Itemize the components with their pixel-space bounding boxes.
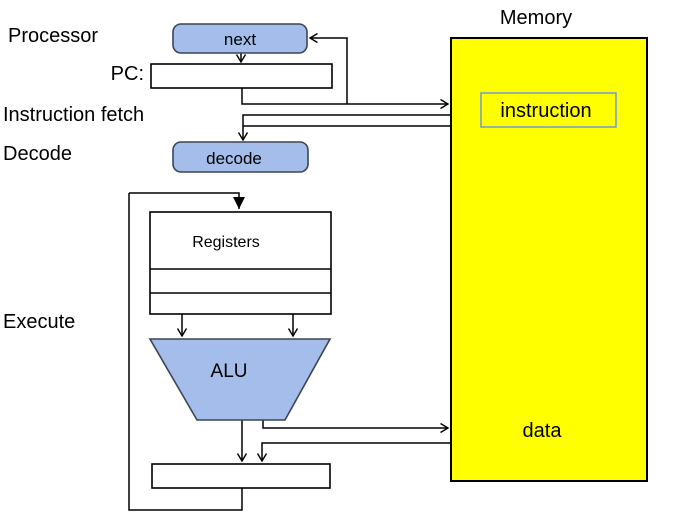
decode-node: [172, 141, 309, 173]
instruction-fetch-label: Instruction fetch: [3, 104, 144, 126]
wire-loop-to-registers: [129, 192, 245, 209]
execute-label: Execute: [3, 311, 75, 333]
wire-writeback-loop: [128, 193, 243, 511]
pc-box: [150, 63, 333, 89]
instruction-box: [480, 92, 617, 128]
memory-label: Memory: [500, 7, 572, 29]
wire-pc-to-next: [308, 32, 348, 104]
instruction-label: instruction: [500, 100, 591, 122]
wire-memory-data-to-result: [256, 442, 473, 463]
registers-label: Registers: [192, 234, 260, 251]
registers-box: [149, 211, 332, 315]
wire-pc-to-memory: [241, 88, 450, 110]
data-label: data: [523, 420, 563, 442]
processor-label: Processor: [8, 25, 98, 47]
decode-stage-label: Decode: [3, 143, 72, 165]
alu-node: [148, 338, 332, 421]
pc-label: PC:: [111, 63, 144, 85]
next-node: [172, 23, 308, 54]
alu-label: ALU: [211, 361, 248, 382]
wire-memory-to-decode: [237, 114, 451, 142]
next-node-label: next: [224, 30, 256, 49]
result-box: [151, 463, 331, 489]
decode-node-label: decode: [206, 149, 262, 168]
